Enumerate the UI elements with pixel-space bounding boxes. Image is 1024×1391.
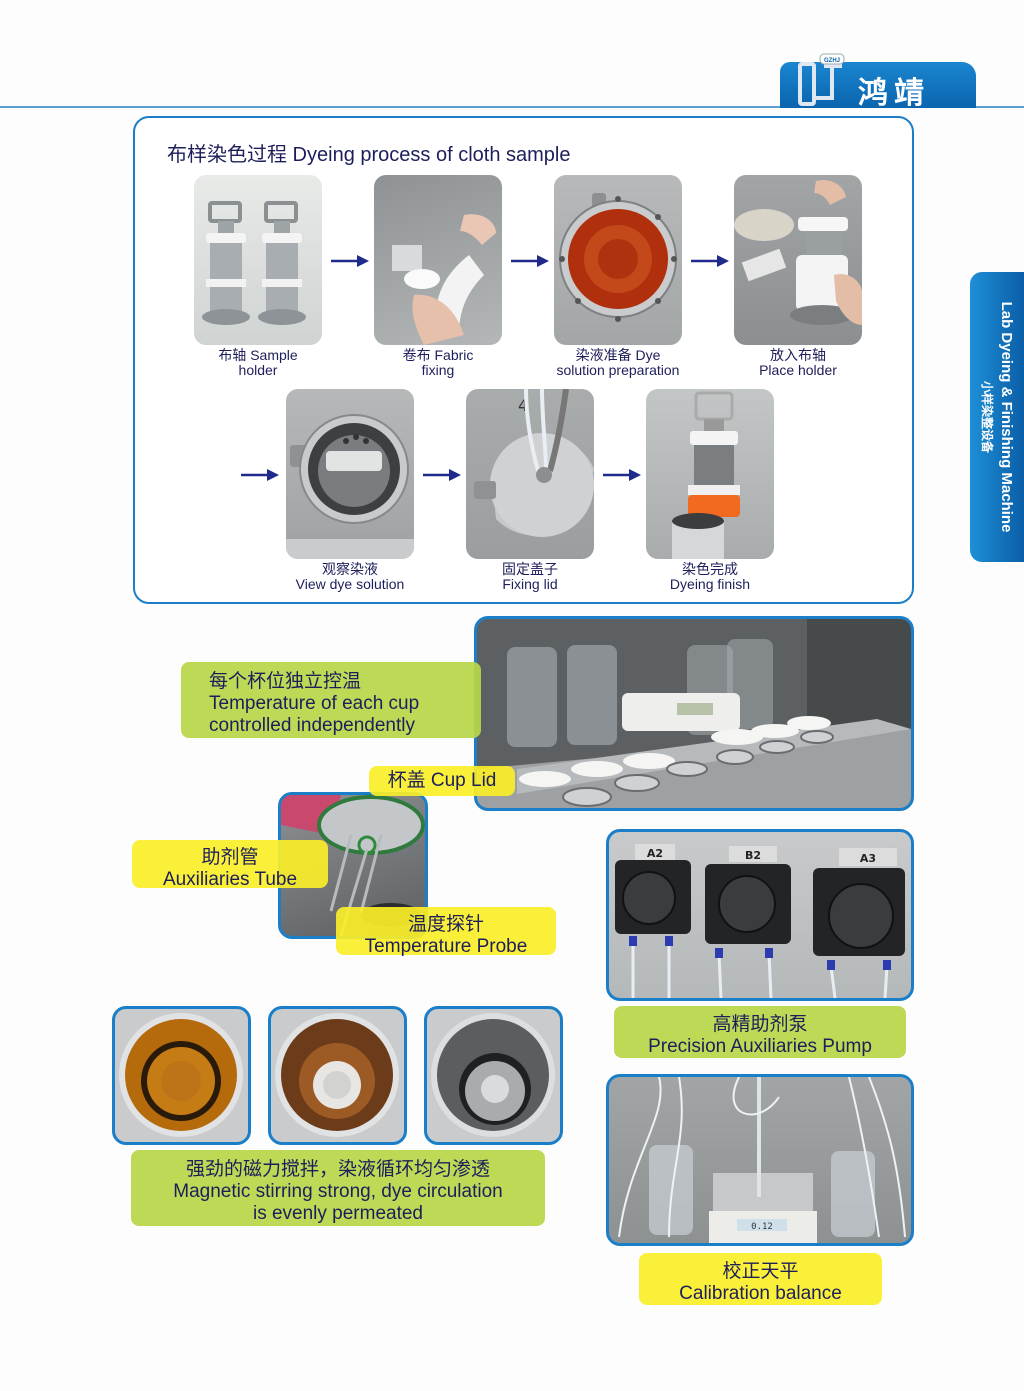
header-divider — [0, 106, 1024, 108]
step-caption-en: View dye solution — [295, 576, 405, 592]
process-step-dyeing-finish: 染色完成 Dyeing finish — [645, 389, 775, 592]
process-step-fixing-lid: 4 固定盖子 Fixing lid — [465, 389, 595, 592]
step-caption-cn: 卷布 Fabric — [402, 347, 474, 363]
right-arrow-icon — [331, 255, 369, 267]
side-tab-chinese: 小样染整设备 — [980, 380, 994, 454]
step-caption-cn: 观察染液 — [322, 561, 378, 577]
temp-control-cn: 每个杯位独立控温 — [209, 671, 362, 692]
svg-text:GZHJ: GZHJ — [824, 58, 840, 64]
brand-logo-icon: GZHJ — [798, 53, 845, 106]
process-step-place-holder: 放入布轴 Place holder — [733, 175, 863, 378]
step-caption-cn: 布轴 Sample — [218, 347, 298, 363]
machine-cups-photo — [474, 616, 914, 811]
step-caption-cn: 染液准备 Dye — [575, 347, 661, 363]
side-category-tab: Lab Dyeing & Finishing Machine 小样染整设备 — [970, 272, 1024, 562]
step-caption-en: fixing — [421, 362, 455, 378]
process-step-sample-holder: 布轴 Sample holder — [193, 175, 323, 378]
dyeing-process-panel: 布样染色过程 Dyeing process of cloth sample 布轴… — [133, 116, 914, 604]
aux-tube-en: Auxiliaries Tube — [162, 869, 298, 890]
temp-control-en-line1: Temperature of each cup — [209, 693, 420, 714]
svg-text:B2: B2 — [745, 849, 761, 862]
stirring-photo-1 — [112, 1006, 251, 1145]
svg-text:A3: A3 — [860, 852, 876, 865]
auxiliaries-tube-label: 助剂管 Auxiliaries Tube — [132, 840, 328, 890]
balance-en: Calibration balance — [679, 1283, 842, 1304]
right-arrow-icon — [423, 469, 461, 481]
step-caption-en: solution preparation — [556, 362, 680, 378]
pump-en: Precision Auxiliaries Pump — [648, 1036, 872, 1057]
process-step-fabric-fixing: 卷布 Fabric fixing — [373, 175, 503, 378]
calibration-balance-label: 校正天平 Calibration balance — [639, 1253, 882, 1305]
temperature-probe-label: 温度探针 Temperature Probe — [336, 907, 556, 957]
pump-cn: 高精助剂泵 — [712, 1014, 808, 1035]
temp-control-en-line2: controlled independently — [209, 715, 415, 736]
process-step-view-dye: 观察染液 View dye solution — [285, 389, 415, 592]
step-caption-en: Place holder — [759, 362, 837, 378]
balance-cn: 校正天平 — [722, 1261, 799, 1282]
process-step-dye-preparation: 染液准备 Dye solution preparation — [553, 175, 683, 378]
cup-lid-label: 杯盖 Cup Lid — [369, 766, 515, 796]
stirring-cn: 强劲的磁力搅拌，染液循环均匀渗透 — [185, 1159, 490, 1180]
fixing-lid-photo: 4 — [466, 389, 594, 559]
dye-preparation-photo — [554, 175, 682, 345]
pump-photo: A2 B2 A3 — [606, 829, 914, 1001]
process-title: 布样染色过程 Dyeing process of cloth sample — [167, 144, 571, 166]
svg-text:A2: A2 — [647, 847, 663, 860]
step-caption-cn: 染色完成 — [682, 561, 738, 577]
view-dye-photo — [286, 389, 414, 559]
calibration-balance-photo: 0.12 — [606, 1074, 914, 1246]
stirring-en-line2: is evenly permeated — [252, 1203, 424, 1224]
stirring-en-line1: Magnetic stirring strong, dye circulatio… — [173, 1181, 503, 1202]
fabric-fixing-photo — [374, 175, 502, 345]
svg-text:0.12: 0.12 — [751, 1222, 773, 1232]
right-arrow-icon — [241, 469, 279, 481]
svg-text:4: 4 — [518, 396, 528, 415]
step-caption-cn: 固定盖子 — [502, 561, 558, 577]
sample-holder-photo — [194, 175, 322, 345]
stirring-photo-3 — [424, 1006, 563, 1145]
step-caption-cn: 放入布轴 — [770, 347, 826, 363]
temp-probe-cn: 温度探针 — [407, 914, 484, 935]
dyeing-finish-photo — [646, 389, 774, 559]
place-holder-photo — [734, 175, 862, 345]
stirring-photo-2 — [268, 1006, 407, 1145]
step-caption-en: Fixing lid — [502, 576, 558, 592]
brand-name: 鸿靖 — [858, 76, 930, 111]
aux-tube-cn: 助剂管 — [201, 847, 259, 868]
step-caption-en: holder — [238, 362, 278, 378]
side-tab-english: Lab Dyeing & Finishing Machine — [998, 301, 1015, 533]
brand-logo-tab: GZHJ 鸿靖 — [780, 53, 976, 111]
temp-probe-en: Temperature Probe — [364, 936, 528, 957]
right-arrow-icon — [691, 255, 729, 267]
temperature-control-label: 每个杯位独立控温 Temperature of each cup control… — [181, 662, 481, 738]
right-arrow-icon — [603, 469, 641, 481]
pump-label: 高精助剂泵 Precision Auxiliaries Pump — [614, 1006, 906, 1058]
right-arrow-icon — [511, 255, 549, 267]
step-caption-en: Dyeing finish — [669, 576, 751, 592]
magnetic-stirring-label: 强劲的磁力搅拌，染液循环均匀渗透 Magnetic stirring stron… — [131, 1150, 545, 1226]
